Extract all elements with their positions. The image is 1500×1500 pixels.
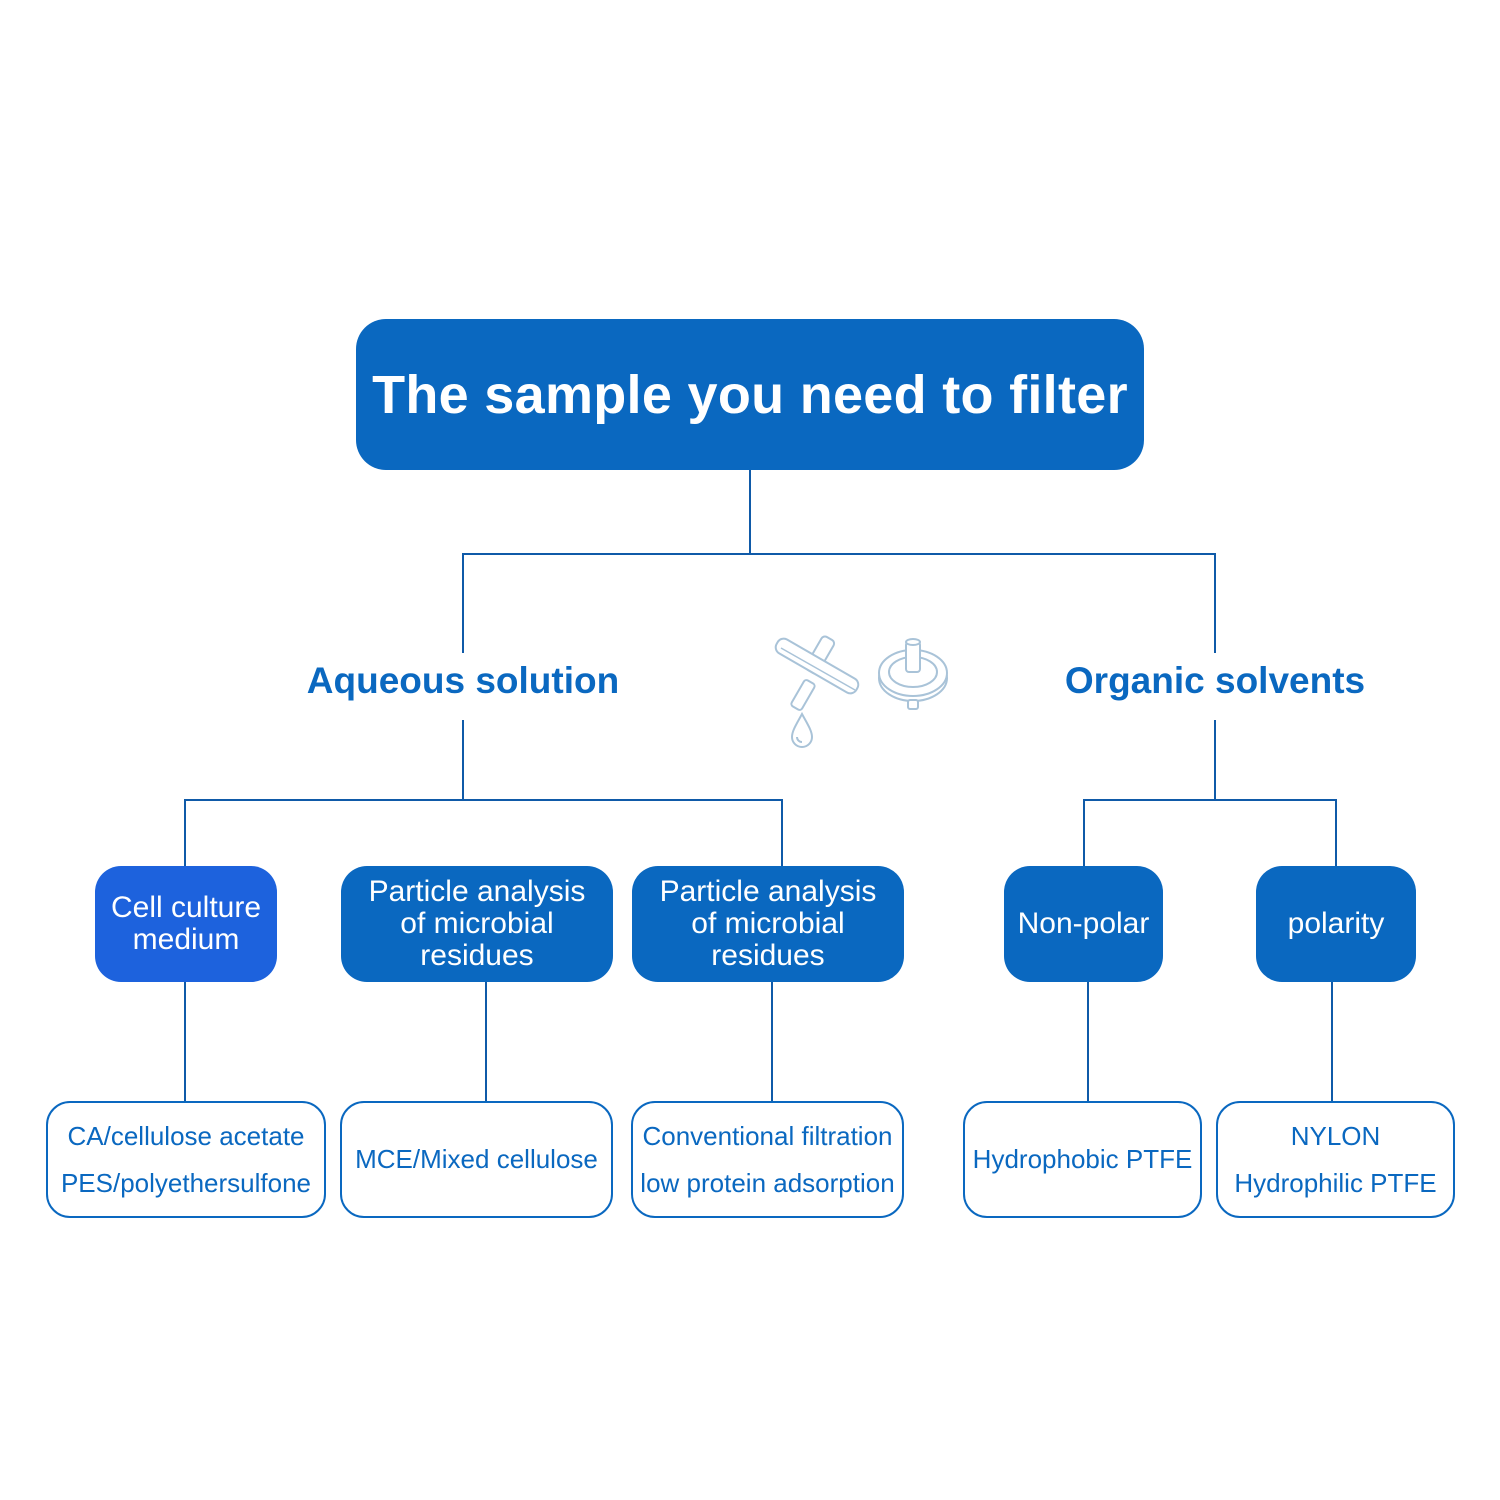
leaf-text: PES/polyethersulfone <box>60 1167 312 1198</box>
leaf-nylon-hydrophilic-ptfe: NYLON Hydrophilic PTFE <box>1216 1101 1455 1218</box>
leaf-text: Conventional filtration <box>642 1120 893 1151</box>
filter-illustration <box>774 635 948 748</box>
leaf-conventional-filtration: Conventional filtration low protein adso… <box>631 1101 904 1218</box>
root-node: The sample you need to filter <box>356 319 1144 470</box>
category-polarity: polarity <box>1256 866 1416 982</box>
branch-organic-solvents: Organic solvents <box>1064 660 1366 701</box>
category-particle-analysis-1: Particle analysis of microbial residues <box>341 866 613 982</box>
water-drop-icon <box>790 711 814 748</box>
leaf-hydrophobic-ptfe: Hydrophobic PTFE <box>963 1101 1202 1218</box>
connector-organic-bar <box>1083 799 1337 866</box>
category-cell-culture-medium: Cell culture medium <box>95 866 277 982</box>
filter-disc-icon <box>878 638 948 710</box>
connector-aqueous-bar <box>184 799 783 866</box>
root-title: The sample you need to filter <box>372 364 1128 425</box>
leaf-text: MCE/Mixed cellulose <box>355 1144 598 1174</box>
syringe-filter-icon <box>774 635 860 711</box>
branch-aqueous-solution: Aqueous solution <box>306 660 620 701</box>
connector-root-bar <box>462 553 1216 653</box>
category-non-polar: Non-polar <box>1004 866 1163 982</box>
leaf-text: NYLON <box>1290 1120 1381 1151</box>
leaf-cell-culture-membranes: CA/cellulose acetate PES/polyethersulfon… <box>46 1101 326 1218</box>
leaf-text: Hydrophobic PTFE <box>972 1144 1193 1174</box>
leaf-mixed-cellulose: MCE/Mixed cellulose <box>340 1101 613 1218</box>
leaf-text: CA/cellulose acetate <box>67 1120 305 1151</box>
category-particle-analysis-2: Particle analysis of microbial residues <box>632 866 904 982</box>
leaf-text: Hydrophilic PTFE <box>1234 1167 1437 1198</box>
leaf-text: low protein adsorption <box>640 1167 895 1198</box>
